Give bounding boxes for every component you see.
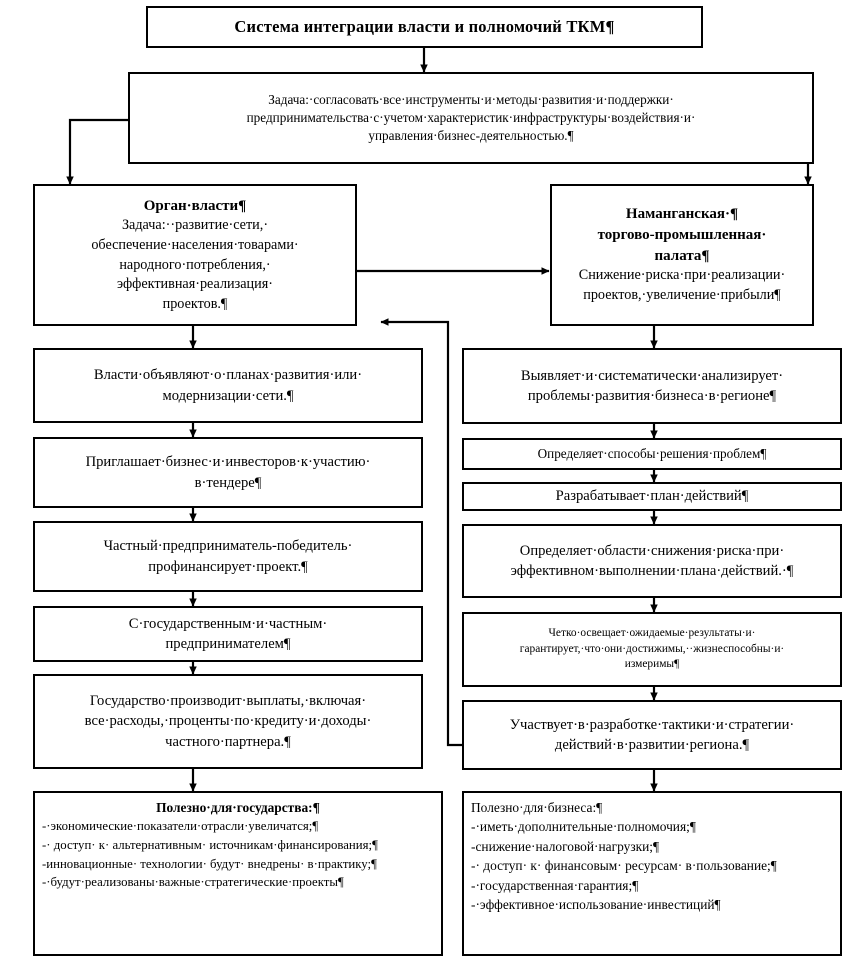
right-step-5-line-2: гарантирует,·что·они·достижимы,··жизнесп… (519, 642, 785, 655)
benefit-state-item-3: -инновационные· технологии· будут· внедр… (42, 856, 377, 871)
right-step-4-line-2: эффективном·выполнении·плана·действий.·¶ (510, 563, 794, 579)
task-line-3: управления·бизнес-деятельностью.¶ (368, 128, 574, 144)
node-right-step-3: Разрабатывает·план·действий¶ (462, 482, 842, 511)
benefit-business-item-5: -·эффективное·использование·инвестиций¶ (471, 897, 721, 913)
left-step-1-line-1: Власти·объявляют·о·планах·развития·или· (93, 367, 363, 384)
left-step-1-line-2: модернизации·сети.¶ (162, 387, 294, 404)
left-step-4-line-2: предпринимателем¶ (165, 636, 291, 652)
authority-heading: Орган·власти¶ (143, 197, 247, 214)
left-step-2-line-1: Приглашает·бизнес·и·инвесторов·к·участию… (85, 454, 371, 471)
benefit-state-item-4: -·будут·реализованы·важные·стратегически… (42, 875, 344, 890)
right-step-4-line-1: Определяет·области·снижения·риска·при· (519, 542, 785, 559)
left-step-3-line-1: Частный·предприниматель-победитель· (103, 538, 353, 555)
node-authority: Орган·власти¶ Задача:··развитие·сети,· о… (33, 184, 357, 326)
chamber-heading-3: палата¶ (654, 247, 710, 264)
node-left-step-5: Государство·производит·выплаты,·включая·… (33, 674, 423, 769)
authority-line-4: эффективная·реализация· (117, 276, 273, 293)
right-step-6-line-1: Участвует·в·разработке·тактики·и·стратег… (509, 716, 795, 733)
right-step-1-line-1: Выявляет·и·систематически·анализирует· (520, 367, 784, 384)
left-step-2-line-2: в·тендере¶ (194, 474, 262, 491)
authority-line-1: Задача:··развитие·сети,· (121, 217, 269, 234)
benefit-business-header: Полезно·для·бизнеса:¶ (471, 800, 603, 815)
benefit-business-item-1: -·иметь·дополнительные·полномочия;¶ (471, 819, 696, 835)
connector-task-to-authority (66, 118, 128, 185)
task-line-2: предпринимательства·с·учетом·характерист… (246, 109, 696, 125)
chamber-heading-2: торгово-промышленная· (597, 227, 767, 244)
authority-line-3: народного·потребления,· (119, 256, 271, 273)
task-line-1: Задача:·согласовать·все·инструменты·и·ме… (268, 91, 674, 107)
node-benefit-state: Полезно·для·государства:¶ -·экономически… (33, 791, 443, 956)
chamber-line-2: проектов,·увеличение·прибыли¶ (583, 287, 781, 304)
node-left-step-1: Власти·объявляют·о·планах·развития·или· … (33, 348, 423, 423)
node-chamber: Наманганская·¶ торгово-промышленная· пал… (550, 184, 814, 326)
right-step-6-line-2: действий·в·развитии·региона.¶ (554, 737, 750, 753)
node-benefit-business: Полезно·для·бизнеса:¶ -·иметь·дополнител… (462, 791, 842, 956)
node-left-step-2: Приглашает·бизнес·и·инвесторов·к·участию… (33, 437, 423, 508)
right-step-2-line-1: Определяет·способы·решения·проблем¶ (537, 445, 767, 461)
node-right-step-5: Четко·освещает·ожидаемые·результаты·и· г… (462, 612, 842, 687)
benefit-state-item-2: -· доступ· к· альтернативным· источникам… (42, 837, 378, 852)
benefit-business-item-2: -снижение·налоговой·нагрузки;¶ (471, 838, 660, 854)
title-text: Система интеграции власти и полномочий Т… (234, 16, 615, 36)
chamber-heading-1: Наманганская·¶ (625, 206, 739, 223)
chamber-line-1: Снижение·риска·при·реализации· (578, 267, 786, 284)
node-title: Система интеграции власти и полномочий Т… (146, 6, 703, 48)
benefit-business-item-3: -· доступ· к· финансовым· ресурсам· в·по… (471, 858, 777, 874)
authority-line-5: проектов.¶ (162, 295, 228, 312)
left-step-4-line-1: С·государственным·и·частным· (128, 615, 328, 632)
right-step-5-line-1: Четко·освещает·ожидаемые·результаты·и· (548, 626, 756, 639)
node-right-step-6: Участвует·в·разработке·тактики·и·стратег… (462, 700, 842, 770)
node-left-step-3: Частный·предприниматель-победитель· проф… (33, 521, 423, 592)
authority-line-2: обеспечение·населения·товарами· (91, 236, 299, 253)
benefit-state-header: Полезно·для·государства:¶ (156, 800, 320, 815)
left-step-5-line-2: все·расходы,·проценты·по·кредиту·и·доход… (84, 713, 372, 730)
node-right-step-4: Определяет·области·снижения·риска·при· э… (462, 524, 842, 598)
right-step-5-line-3: измеримы¶ (624, 658, 680, 671)
node-task: Задача:·согласовать·все·инструменты·и·ме… (128, 72, 814, 164)
left-step-5-line-3: частного·партнера.¶ (165, 733, 291, 750)
node-left-step-4: С·государственным·и·частным· предпринима… (33, 606, 423, 662)
benefit-state-item-1: -·экономические·показатели·отрасли·увели… (42, 819, 319, 834)
left-step-3-line-2: профинансирует·проект.¶ (148, 558, 308, 575)
node-right-step-1: Выявляет·и·систематически·анализирует· п… (462, 348, 842, 424)
node-right-step-2: Определяет·способы·решения·проблем¶ (462, 438, 842, 470)
left-step-5-line-1: Государство·производит·выплаты,·включая· (89, 693, 367, 710)
right-step-3-line-1: Разрабатывает·план·действий¶ (555, 488, 749, 505)
benefit-business-item-4: -·государственная·гарантия;¶ (471, 877, 639, 893)
right-step-1-line-2: проблемы·развития·бизнеса·в·регионе¶ (527, 388, 777, 404)
